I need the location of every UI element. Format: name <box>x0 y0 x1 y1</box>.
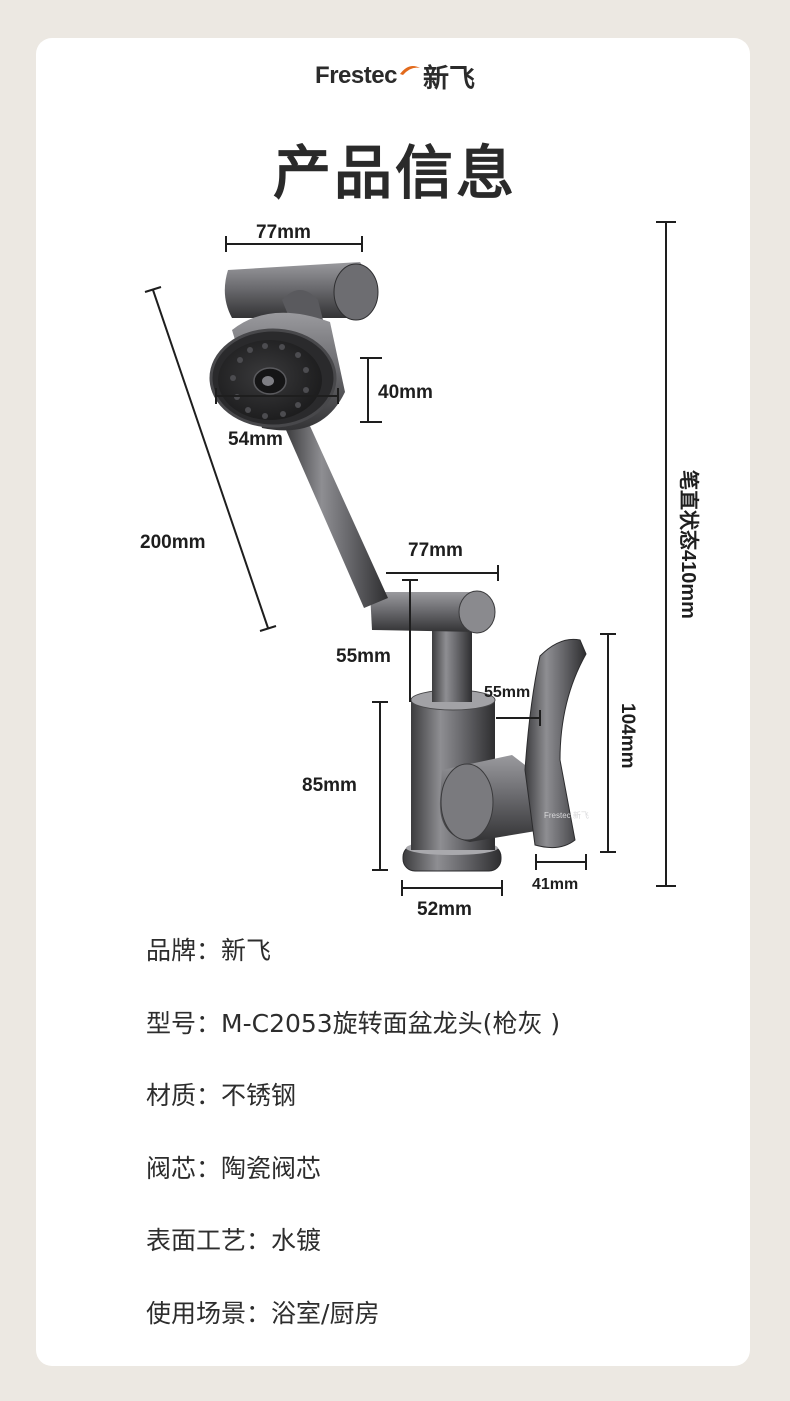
spec-label: 品牌： <box>146 936 222 965</box>
dim-joint-height: 55mm <box>336 646 391 667</box>
spec-value: 不锈钢 <box>221 1081 297 1110</box>
dim-top-width: 77mm <box>256 222 311 243</box>
spec-row-finish: 表面工艺：水镀 <box>146 1221 321 1261</box>
page-title: 产品信息 <box>272 139 517 207</box>
content-card <box>36 38 750 1366</box>
spec-row-usage: 使用场景：浴室/厨房 <box>146 1294 379 1334</box>
spec-label: 型号： <box>146 1009 222 1038</box>
dim-handle-height: 104mm <box>617 703 638 769</box>
logo-text-cn: 新飞 <box>422 63 475 94</box>
spec-value: M-C2053旋转面盆龙头(枪灰 ) <box>221 1009 561 1038</box>
spec-label: 材质： <box>146 1081 222 1110</box>
dim-handle-width: 41mm <box>532 876 578 893</box>
dimension-lines <box>144 221 676 896</box>
spec-value: 陶瓷阀芯 <box>221 1154 322 1183</box>
dim-head-diameter: 54mm <box>228 429 283 450</box>
spec-row-model: 型号：M-C2053旋转面盆龙头(枪灰 ) <box>146 1004 560 1044</box>
spec-label: 表面工艺： <box>146 1226 272 1255</box>
dim-total-height: 笔直状态410mm <box>677 470 701 619</box>
faucet-brand-mark: Frestec 新飞 <box>544 810 589 820</box>
faucet-illustration: Frestec 新飞 <box>209 262 589 872</box>
spec-value: 浴室/厨房 <box>271 1299 380 1328</box>
dim-mid-width: 77mm <box>408 540 463 561</box>
spec-label: 阀芯： <box>146 1154 222 1183</box>
spec-value: 新飞 <box>221 936 272 965</box>
dim-base-diameter: 52mm <box>417 899 472 920</box>
spec-row-valve: 阀芯：陶瓷阀芯 <box>146 1149 321 1189</box>
logo-text-en: Frestec <box>315 62 397 89</box>
spec-row-material: 材质：不锈钢 <box>146 1076 296 1116</box>
spec-row-brand: 品牌：新飞 <box>146 931 271 971</box>
logo-swoosh-icon <box>399 61 421 80</box>
dim-arm-length: 200mm <box>140 532 206 553</box>
spec-value: 水镀 <box>271 1226 322 1255</box>
dim-head-height: 40mm <box>378 382 433 403</box>
dim-side-offset: 55mm <box>484 684 530 701</box>
dim-body-height: 85mm <box>302 775 357 796</box>
spec-label: 使用场景： <box>146 1299 272 1328</box>
brand-logo: Frestec 新飞 <box>0 56 790 96</box>
faucet-dimension-diagram: Frestec 新飞 <box>140 221 701 920</box>
